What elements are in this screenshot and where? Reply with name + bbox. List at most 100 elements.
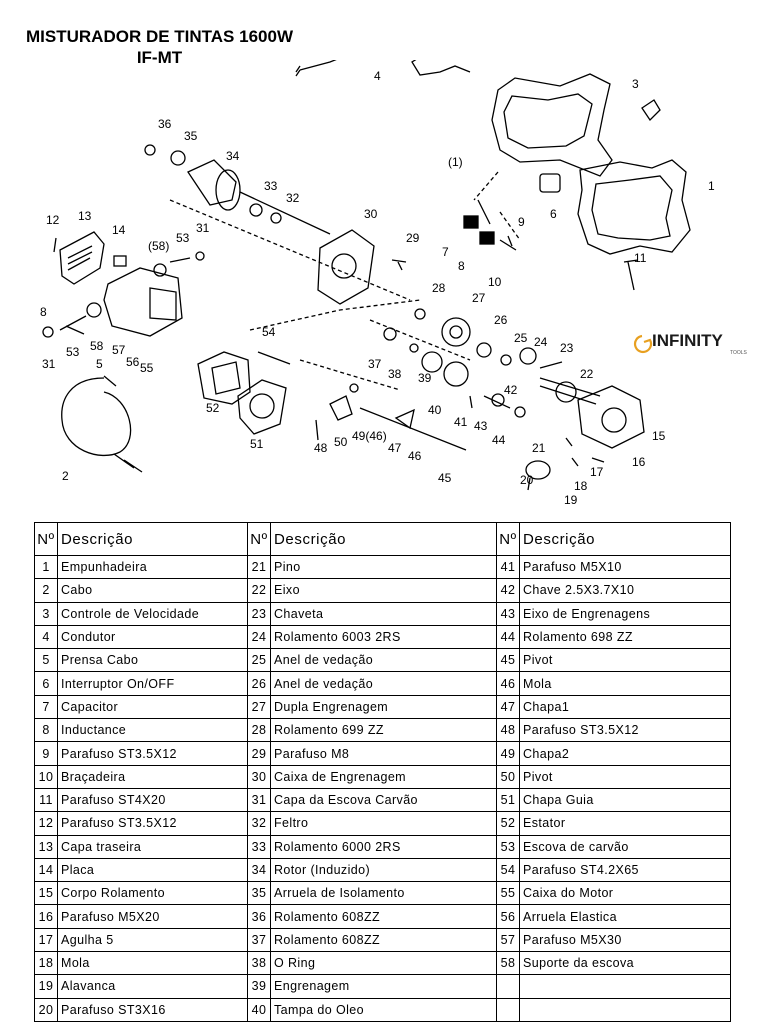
part-number-cell (496, 974, 520, 999)
part-number-cell: 25 (247, 648, 271, 673)
part-description-cell: Cabo (57, 578, 248, 603)
column-header-number: Nº (34, 522, 58, 556)
part-number-cell: 22 (247, 578, 271, 603)
label-58-ref: (58) (148, 239, 169, 253)
part-number-cell: 11 (34, 787, 58, 813)
parts-table: Nº Descrição Nº Descrição Nº Descrição 1… (34, 522, 731, 1022)
document-title: MISTURADOR DE TINTAS 1600W IF-MT (22, 26, 297, 68)
part-description-cell: Rolamento 608ZZ (270, 904, 497, 929)
shaft (539, 377, 601, 405)
part-number-cell: 45 (496, 648, 520, 673)
bearing-36 (144, 144, 156, 156)
part-number-cell: 23 (247, 601, 271, 626)
label-27: 27 (472, 291, 486, 305)
part-description-cell: Alavanca (57, 974, 248, 999)
part-number-cell: 49 (496, 741, 520, 766)
part-number-cell: 57 (496, 927, 520, 953)
part-number-cell: 29 (247, 741, 271, 766)
part-number-cell: 54 (496, 857, 520, 883)
table-header-row: Nº Descrição Nº Descrição Nº Descrição (34, 522, 731, 556)
speed-control (641, 99, 661, 122)
label-25: 25 (514, 331, 528, 345)
bearing-44 (514, 406, 526, 418)
label-57: 57 (112, 343, 126, 357)
label-10: 10 (488, 275, 502, 289)
label-29: 29 (406, 231, 420, 245)
label-36: 36 (158, 117, 172, 131)
part-description-cell: Controle de Velocidade (57, 601, 248, 626)
part-number-cell: 9 (34, 741, 58, 766)
double-gear (441, 317, 471, 347)
brand-logo-subtext: TOOLS (730, 350, 748, 356)
title-line-2: IF-MT (136, 48, 183, 67)
part-number-cell: 48 (496, 718, 520, 743)
label-53-top: 53 (176, 231, 190, 245)
part-number-cell: 24 (247, 624, 271, 650)
part-description-cell: Suporte da escova (519, 951, 731, 976)
gear-shaft (483, 395, 511, 409)
label-12: 12 (46, 213, 60, 227)
label-48: 48 (314, 441, 328, 455)
part-number-cell: 35 (247, 881, 271, 906)
part-number-cell: 52 (496, 811, 520, 836)
part-number-cell: 18 (34, 951, 58, 976)
part-description-cell: Anel de vedação (270, 671, 497, 696)
label-40: 40 (428, 403, 442, 417)
bearing-body (577, 385, 645, 449)
label-50: 50 (334, 435, 348, 449)
label-24: 24 (534, 335, 548, 349)
part-number-cell: 50 (496, 764, 520, 789)
felt-32 (270, 212, 282, 224)
label-14: 14 (112, 223, 126, 237)
lever (525, 460, 551, 480)
label-21: 21 (532, 441, 546, 455)
part-number-cell: 56 (496, 904, 520, 929)
part-description-cell: Rotor (Induzido) (270, 857, 497, 883)
part-description-cell: Feltro (270, 811, 497, 836)
part-number-cell: 55 (496, 881, 520, 906)
part-description-cell: Parafuso ST3.5X12 (57, 741, 248, 766)
label-6: 6 (550, 207, 557, 221)
label-49-46: 49(46) (352, 429, 387, 443)
label-7: 7 (442, 245, 449, 259)
part-description-cell: Empunhadeira (57, 554, 248, 580)
part-number-cell: 46 (496, 671, 520, 696)
part-description-cell: Braçadeira (57, 764, 248, 789)
label-13: 13 (78, 209, 92, 223)
part-number-cell: 10 (34, 764, 58, 789)
part-description-cell: Mola (519, 671, 731, 696)
part-description-cell: Parafuso M5X30 (519, 927, 731, 953)
part-description-cell: Corpo Rolamento (57, 881, 248, 906)
column-header-description: Descrição (519, 522, 731, 556)
column-header-description: Descrição (57, 522, 248, 556)
part-number-cell: 21 (247, 554, 271, 580)
guide-plate (237, 379, 287, 435)
part-description-cell: Chave 2.5X3.7X10 (519, 578, 731, 603)
part-number-cell: 8 (34, 718, 58, 743)
part-number-cell: 53 (496, 834, 520, 859)
capacitor (463, 215, 479, 229)
part-number-cell: 43 (496, 601, 520, 626)
label-8-left: 8 (40, 305, 47, 319)
inductance (479, 231, 495, 245)
plate-2 (329, 395, 353, 421)
part-description-cell: Interruptor On/OFF (57, 671, 248, 696)
label-18: 18 (574, 479, 588, 493)
part-description-cell: Caixa de Engrenagem (270, 764, 497, 789)
part-number-cell: 28 (247, 718, 271, 743)
label-37: 37 (368, 357, 382, 371)
plate (113, 255, 127, 267)
part-number-cell: 13 (34, 834, 58, 859)
part-number-cell: 38 (247, 951, 271, 976)
